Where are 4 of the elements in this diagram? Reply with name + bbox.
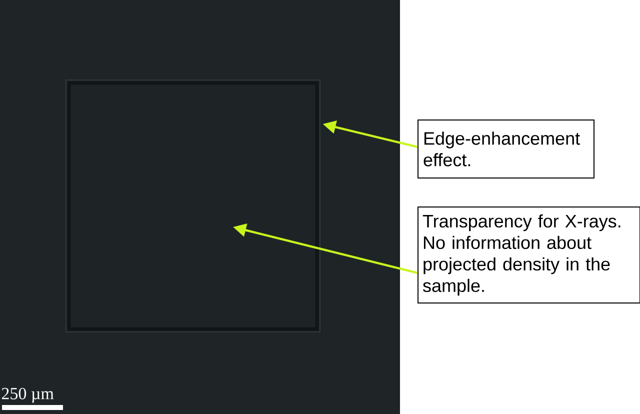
- callout-box: Edge-enhancement effect.: [418, 120, 594, 178]
- callout-box: Transparency for X-rays. No information about projected density in the sample.: [418, 206, 640, 304]
- sample-square: [67, 81, 319, 331]
- scale-label: 250 µm: [2, 388, 54, 403]
